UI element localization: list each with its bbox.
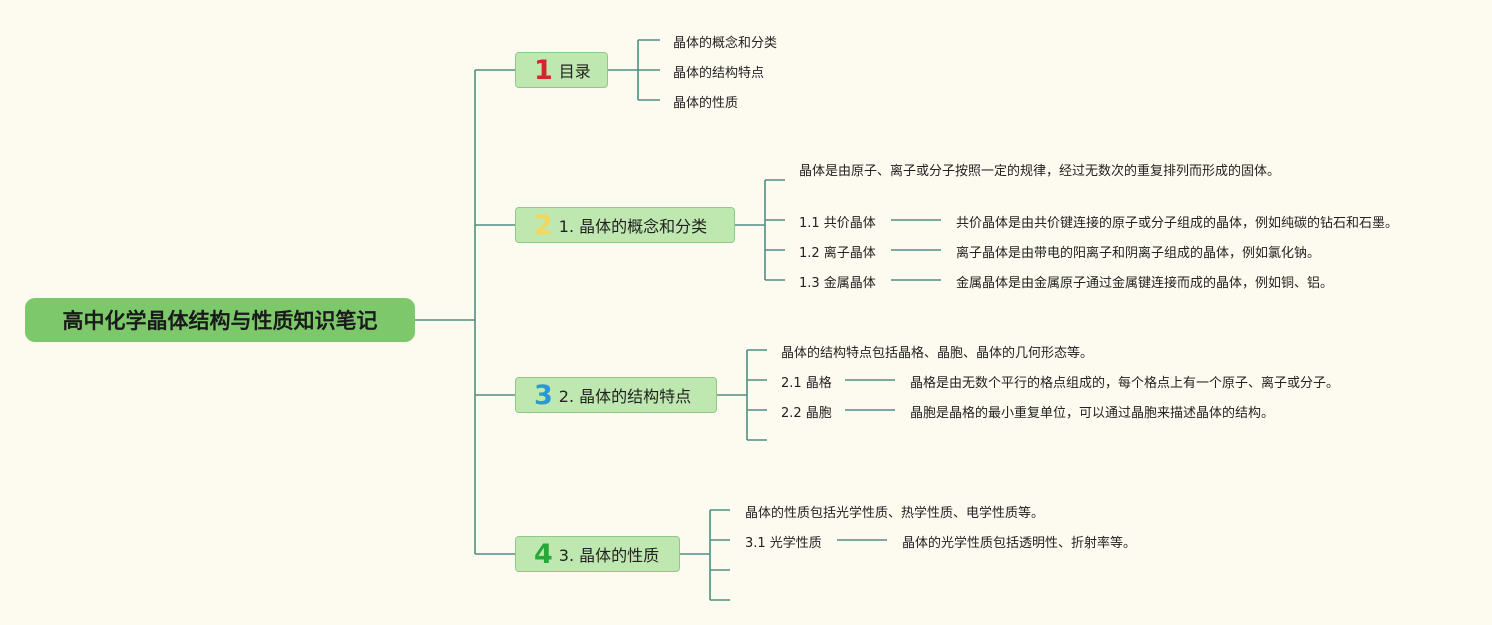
branch-structure[interactable]: 3 2. 晶体的结构特点 [515, 377, 717, 413]
structure-item-desc[interactable]: 晶胞是晶格的最小重复单位，可以通过晶胞来描述晶体的结构。 [910, 406, 1275, 421]
branch-label: 1. 晶体的概念和分类 [558, 217, 708, 236]
toc-item[interactable]: 晶体的结构特点 [673, 66, 765, 81]
branch-label: 3. 晶体的性质 [558, 546, 660, 565]
branch-label: 目录 [558, 62, 591, 81]
structure-item-desc[interactable]: 晶格是由无数个平行的格点组成的，每个格点上有一个原子、离子或分子。 [910, 376, 1340, 391]
branch-number: 4 [534, 538, 553, 570]
branch-number: 1 [534, 54, 553, 86]
branch-properties[interactable]: 4 3. 晶体的性质 [515, 536, 680, 572]
root-title: 高中化学晶体结构与性质知识笔记 [62, 309, 378, 333]
branch-concept[interactable]: 2 1. 晶体的概念和分类 [515, 207, 735, 243]
structure-item-label[interactable]: 2.1 晶格 [781, 376, 832, 391]
concept-item-desc[interactable]: 共价晶体是由共价键连接的原子或分子组成的晶体，例如纯碳的钻石和石墨。 [956, 216, 1399, 231]
concept-item-label[interactable]: 1.1 共价晶体 [799, 216, 876, 231]
branch-label: 2. 晶体的结构特点 [558, 387, 692, 406]
structure-item-label[interactable]: 2.2 晶胞 [781, 406, 832, 421]
branch-toc[interactable]: 1 目录 [515, 52, 608, 88]
branch-number: 3 [534, 379, 553, 411]
properties-intro[interactable]: 晶体的性质包括光学性质、热学性质、电学性质等。 [745, 506, 1045, 521]
properties-item-label[interactable]: 3.1 光学性质 [745, 536, 822, 551]
toc-item[interactable]: 晶体的概念和分类 [673, 36, 778, 51]
properties-item-desc[interactable]: 晶体的光学性质包括透明性、折射率等。 [902, 536, 1137, 551]
concept-definition[interactable]: 晶体是由原子、离子或分子按照一定的规律，经过无数次的重复排列而形成的固体。 [799, 164, 1281, 179]
structure-intro[interactable]: 晶体的结构特点包括晶格、晶胞、晶体的几何形态等。 [781, 346, 1094, 361]
concept-item-label[interactable]: 1.2 离子晶体 [799, 246, 876, 261]
concept-item-desc[interactable]: 离子晶体是由带电的阳离子和阴离子组成的晶体，例如氯化钠。 [956, 246, 1321, 261]
concept-item-label[interactable]: 1.3 金属晶体 [799, 276, 876, 291]
branch-number: 2 [534, 209, 553, 241]
concept-item-desc[interactable]: 金属晶体是由金属原子通过金属键连接而成的晶体，例如铜、铝。 [956, 276, 1334, 291]
root-node[interactable]: 高中化学晶体结构与性质知识笔记 [25, 298, 415, 342]
toc-item[interactable]: 晶体的性质 [673, 96, 739, 111]
